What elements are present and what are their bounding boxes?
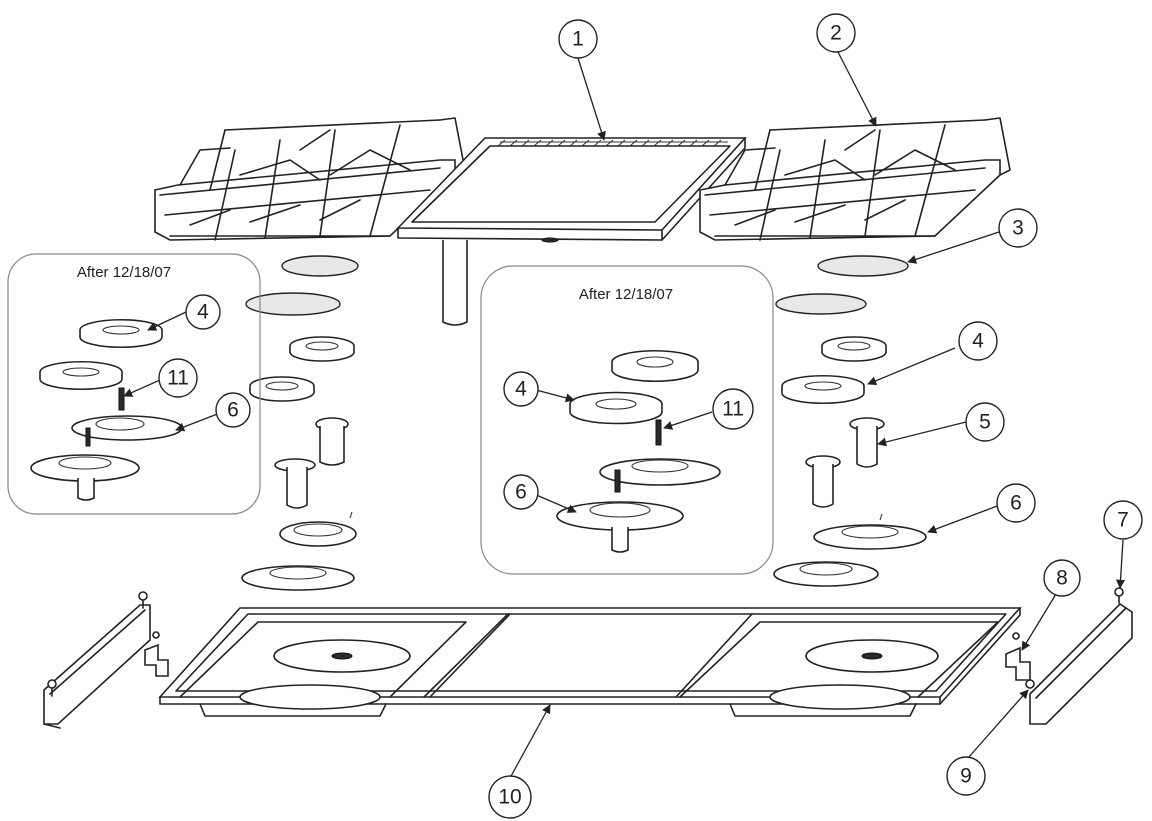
svg-text:6: 6 [515, 481, 527, 504]
svg-text:10: 10 [498, 786, 521, 809]
callout-1: 1 [558, 19, 598, 59]
svg-text:2: 2 [830, 22, 842, 45]
right-burner-stack [773, 255, 927, 587]
left-inset: After 12/18/07 [7, 253, 261, 515]
leader-lines [123, 51, 1126, 779]
callout-10: 10 [488, 775, 532, 819]
callout-7: 7 [1103, 500, 1143, 540]
left-inset-note: After 12/18/07 [77, 264, 171, 281]
callout-11-left-inset: 11 [158, 358, 198, 398]
left-burner-grate [154, 117, 466, 241]
svg-text:9: 9 [960, 765, 972, 788]
svg-text:11: 11 [722, 398, 744, 421]
svg-text:7: 7 [1117, 509, 1129, 532]
left-burner-stack [241, 255, 359, 591]
svg-text:4: 4 [515, 378, 527, 401]
callout-6-right: 6 [996, 483, 1036, 523]
burner-box-tray [158, 607, 1022, 717]
callout-6-left-inset: 6 [215, 392, 251, 428]
callout-6-center-inset: 6 [503, 474, 539, 510]
right-side-rail [1005, 587, 1133, 725]
center-inset: After 12/18/07 [480, 265, 774, 575]
right-burner-grate [699, 117, 1011, 241]
svg-text:11: 11 [167, 367, 189, 390]
callout-8: 8 [1043, 559, 1081, 597]
callout-11-center-inset: 11 [712, 388, 754, 430]
svg-text:1: 1 [572, 28, 584, 51]
callout-4-center-inset: 4 [503, 371, 539, 407]
svg-text:4: 4 [197, 301, 209, 324]
callout-9: 9 [946, 756, 986, 796]
callout-3: 3 [998, 208, 1038, 248]
svg-text:8: 8 [1056, 567, 1068, 590]
svg-text:4: 4 [972, 330, 984, 353]
center-inset-note: After 12/18/07 [579, 286, 673, 303]
svg-text:5: 5 [979, 411, 991, 434]
svg-text:6: 6 [1010, 492, 1022, 515]
left-side-rail [43, 591, 169, 729]
callout-2: 2 [816, 13, 856, 53]
svg-text:6: 6 [227, 399, 239, 422]
callout-4-left-inset: 4 [185, 294, 221, 330]
callout-5: 5 [965, 402, 1005, 442]
svg-text:3: 3 [1012, 217, 1024, 240]
callout-4-right: 4 [958, 321, 998, 361]
griddle-plate [396, 137, 747, 326]
